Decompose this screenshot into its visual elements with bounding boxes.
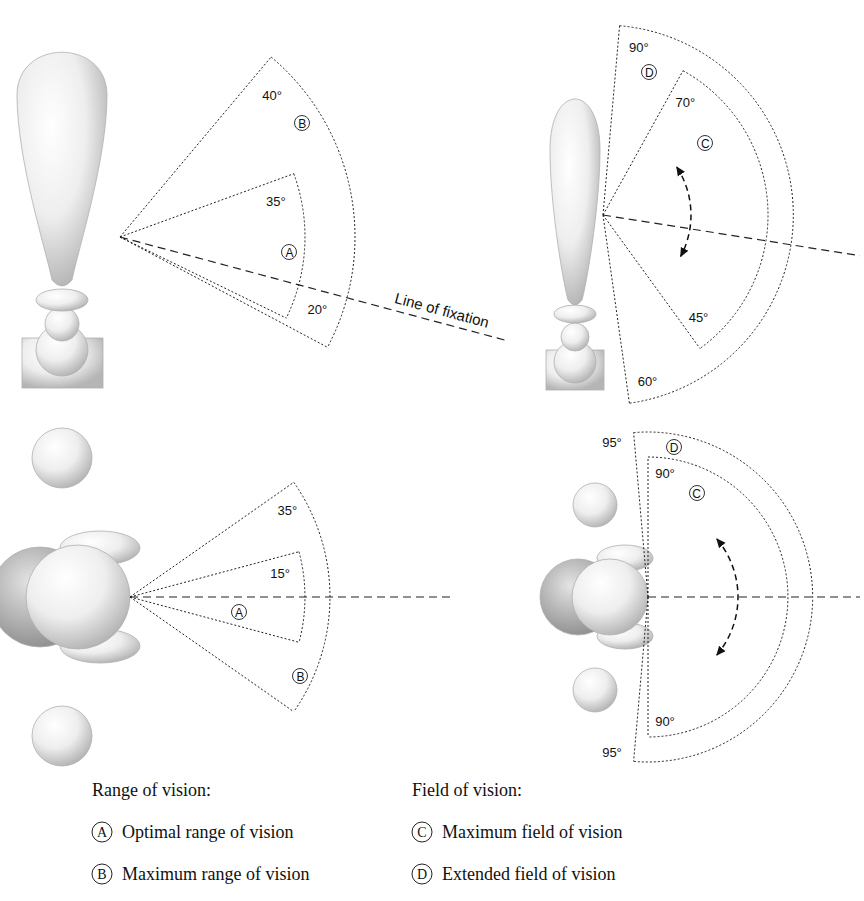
ray-line	[130, 482, 294, 597]
angle-label: 15°	[269, 566, 291, 581]
ray-line	[603, 215, 700, 349]
field-arc	[620, 26, 794, 404]
head-shape	[17, 52, 107, 286]
fixation-line	[603, 215, 860, 256]
legend-text: Extended field of vision	[442, 864, 615, 884]
angle-label: 45°	[688, 310, 710, 325]
angle-label: 35°	[277, 502, 299, 517]
fixation-line	[648, 596, 860, 597]
legend-letter: D	[412, 864, 433, 885]
region-letter: C	[689, 485, 705, 501]
angle-label: 70°	[674, 94, 696, 109]
ray-line	[130, 597, 294, 712]
ray-line	[603, 26, 620, 215]
ray-line	[120, 237, 286, 318]
region-letter: B	[292, 668, 308, 684]
ray-line	[120, 174, 294, 237]
ray-line	[648, 457, 649, 597]
ray-line	[603, 71, 683, 215]
neck-collar	[554, 305, 596, 323]
angle-label: 95°	[601, 745, 623, 760]
legend-letter: A	[92, 822, 113, 843]
fixation-line	[130, 596, 450, 597]
axis-label: Line of fixation	[393, 289, 491, 330]
angle-label: 35°	[265, 194, 287, 209]
side-figure	[17, 52, 107, 388]
angle-label: 40°	[261, 88, 283, 103]
angle-label: 90°	[628, 39, 650, 54]
region-letter: D	[641, 64, 657, 80]
ray-line	[648, 597, 649, 737]
ray-line	[130, 552, 299, 597]
legend-letter: B	[92, 864, 113, 885]
angle-label: 90°	[654, 466, 676, 481]
ray-line	[603, 215, 629, 403]
shoulder-ball	[573, 483, 617, 527]
head-ball	[572, 559, 648, 635]
legend-text: Maximum field of vision	[442, 822, 622, 842]
head-shape	[550, 99, 600, 305]
ray-line	[634, 597, 648, 761]
angle-label: 60°	[637, 374, 659, 389]
legend-text: Optimal range of vision	[122, 822, 293, 842]
region-letter: A	[281, 244, 297, 260]
fixation-line	[120, 237, 506, 341]
field-arc	[683, 71, 768, 349]
legend-heading: Range of vision:	[92, 780, 211, 800]
angle-label: 95°	[601, 435, 623, 450]
neck-ball	[561, 323, 589, 351]
angle-label: 90°	[654, 714, 676, 729]
ray-line	[634, 433, 648, 597]
top-figure	[0, 428, 140, 766]
field-lines	[603, 26, 793, 404]
region-letter: D	[666, 439, 682, 455]
legend-letter: C	[412, 822, 433, 843]
region-letter: A	[231, 604, 247, 620]
ray-line	[130, 597, 299, 642]
neck-ball	[45, 307, 79, 341]
shoulder-ball	[573, 668, 617, 712]
neck-collar	[36, 289, 88, 311]
eye-movement-arrow	[677, 167, 691, 256]
legend-text: Maximum range of vision	[122, 864, 309, 884]
side-figure	[546, 99, 604, 390]
shoulder-ball	[32, 428, 92, 488]
range-lines	[120, 57, 355, 347]
region-letter: C	[697, 135, 713, 151]
top-figure	[540, 483, 653, 712]
legend-heading: Field of vision:	[412, 780, 522, 800]
angle-label: 20°	[306, 301, 328, 316]
region-letter: B	[294, 115, 310, 131]
eye-movement-arrow	[717, 539, 738, 655]
shoulder-ball	[32, 706, 92, 766]
head-ball	[26, 545, 130, 649]
